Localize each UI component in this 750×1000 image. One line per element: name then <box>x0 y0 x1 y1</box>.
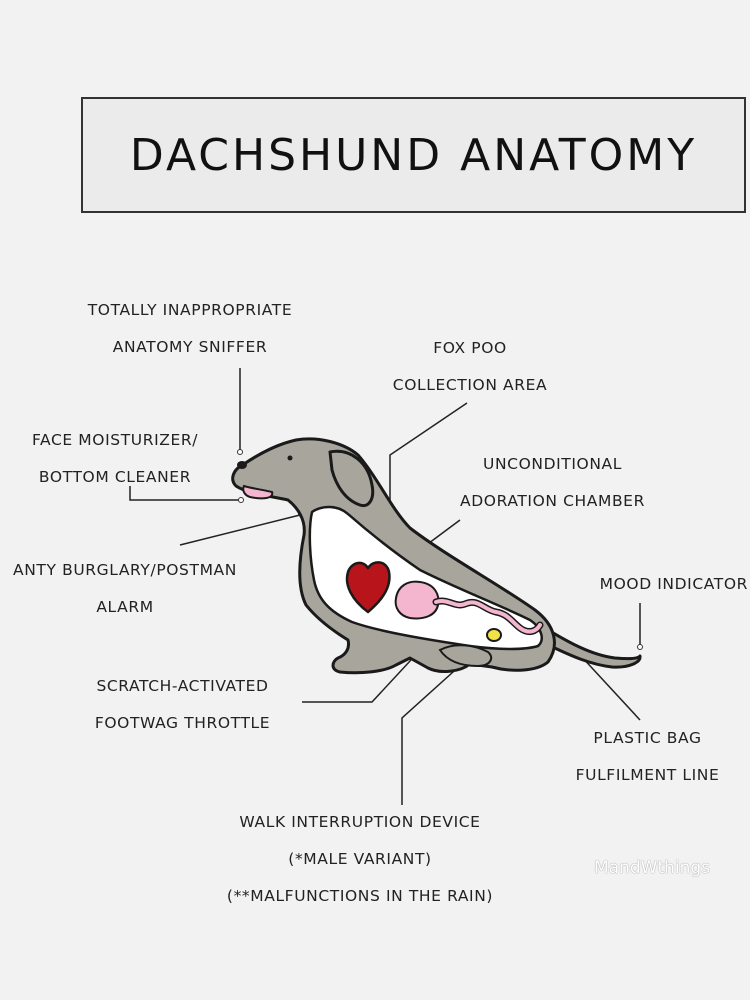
leader-footwag <box>302 646 424 703</box>
leader-alarm <box>179 514 301 546</box>
label-walk: WALK INTERRUPTION DEVICE (*MALE VARIANT)… <box>190 804 530 915</box>
back-leg <box>438 644 493 668</box>
label-line: FOOTWAG THROTTLE <box>94 714 271 732</box>
page-title: DACHSHUND ANATOMY <box>129 129 698 181</box>
label-line: (*MALE VARIANT) <box>288 850 432 868</box>
label-line: FACE MOISTURIZER/ <box>31 431 199 449</box>
label-line: UNCONDITIONAL <box>483 455 622 473</box>
label-line: ADORATION CHAMBER <box>460 492 645 510</box>
label-line: ALARM <box>96 598 154 616</box>
body-cavity <box>308 505 543 651</box>
dot-sniffer <box>237 449 243 455</box>
label-fox-poo: FOX POO COLLECTION AREA <box>370 330 570 404</box>
label-line: PLASTIC BAG <box>593 729 702 747</box>
label-footwag: SCRATCH-ACTIVATED FOOTWAG THROTTLE <box>70 668 295 742</box>
dog-nose <box>237 461 247 469</box>
label-line: COLLECTION AREA <box>392 376 548 394</box>
label-line: (**MALFUNCTIONS IN THE RAIN) <box>226 887 494 905</box>
label-line: MOOD INDICATOR <box>599 575 748 593</box>
dot-face <box>238 497 244 503</box>
label-line: TOTALLY INAPPROPRIATE <box>87 301 293 319</box>
intestine-organ-fill <box>434 599 542 634</box>
title-box: DACHSHUND ANATOMY <box>81 97 746 213</box>
label-mood: MOOD INDICATOR <box>560 566 748 603</box>
dog-tongue <box>242 484 274 500</box>
watermark: MandWthings <box>594 858 711 878</box>
label-face: FACE MOISTURIZER/ BOTTOM CLEANER <box>5 422 225 496</box>
label-line: ANATOMY SNIFFER <box>112 338 268 356</box>
label-line: FULFILMENT LINE <box>575 766 720 784</box>
label-alarm: ANTY BURGLARY/POSTMAN ALARM <box>0 552 250 626</box>
dog-eye <box>287 455 293 461</box>
label-sniffer: TOTALLY INAPPROPRIATE ANATOMY SNIFFER <box>60 292 320 366</box>
stomach-organ <box>394 580 440 620</box>
leader-face <box>129 486 240 501</box>
label-line: FOX POO <box>433 339 507 357</box>
label-line: BOTTOM CLEANER <box>38 468 192 486</box>
dog-ear <box>328 449 375 508</box>
bladder-organ <box>486 628 502 642</box>
label-line: WALK INTERRUPTION DEVICE <box>239 813 481 831</box>
label-line: SCRATCH-ACTIVATED <box>96 677 269 695</box>
dot-mood <box>637 644 643 650</box>
label-line: ANTY BURGLARY/POSTMAN <box>13 561 237 579</box>
label-plastic: PLASTIC BAG FULFILMENT LINE <box>555 720 740 794</box>
label-adoration: UNCONDITIONAL ADORATION CHAMBER <box>440 446 665 520</box>
heart-organ <box>345 561 391 614</box>
dog-tail <box>546 628 642 669</box>
